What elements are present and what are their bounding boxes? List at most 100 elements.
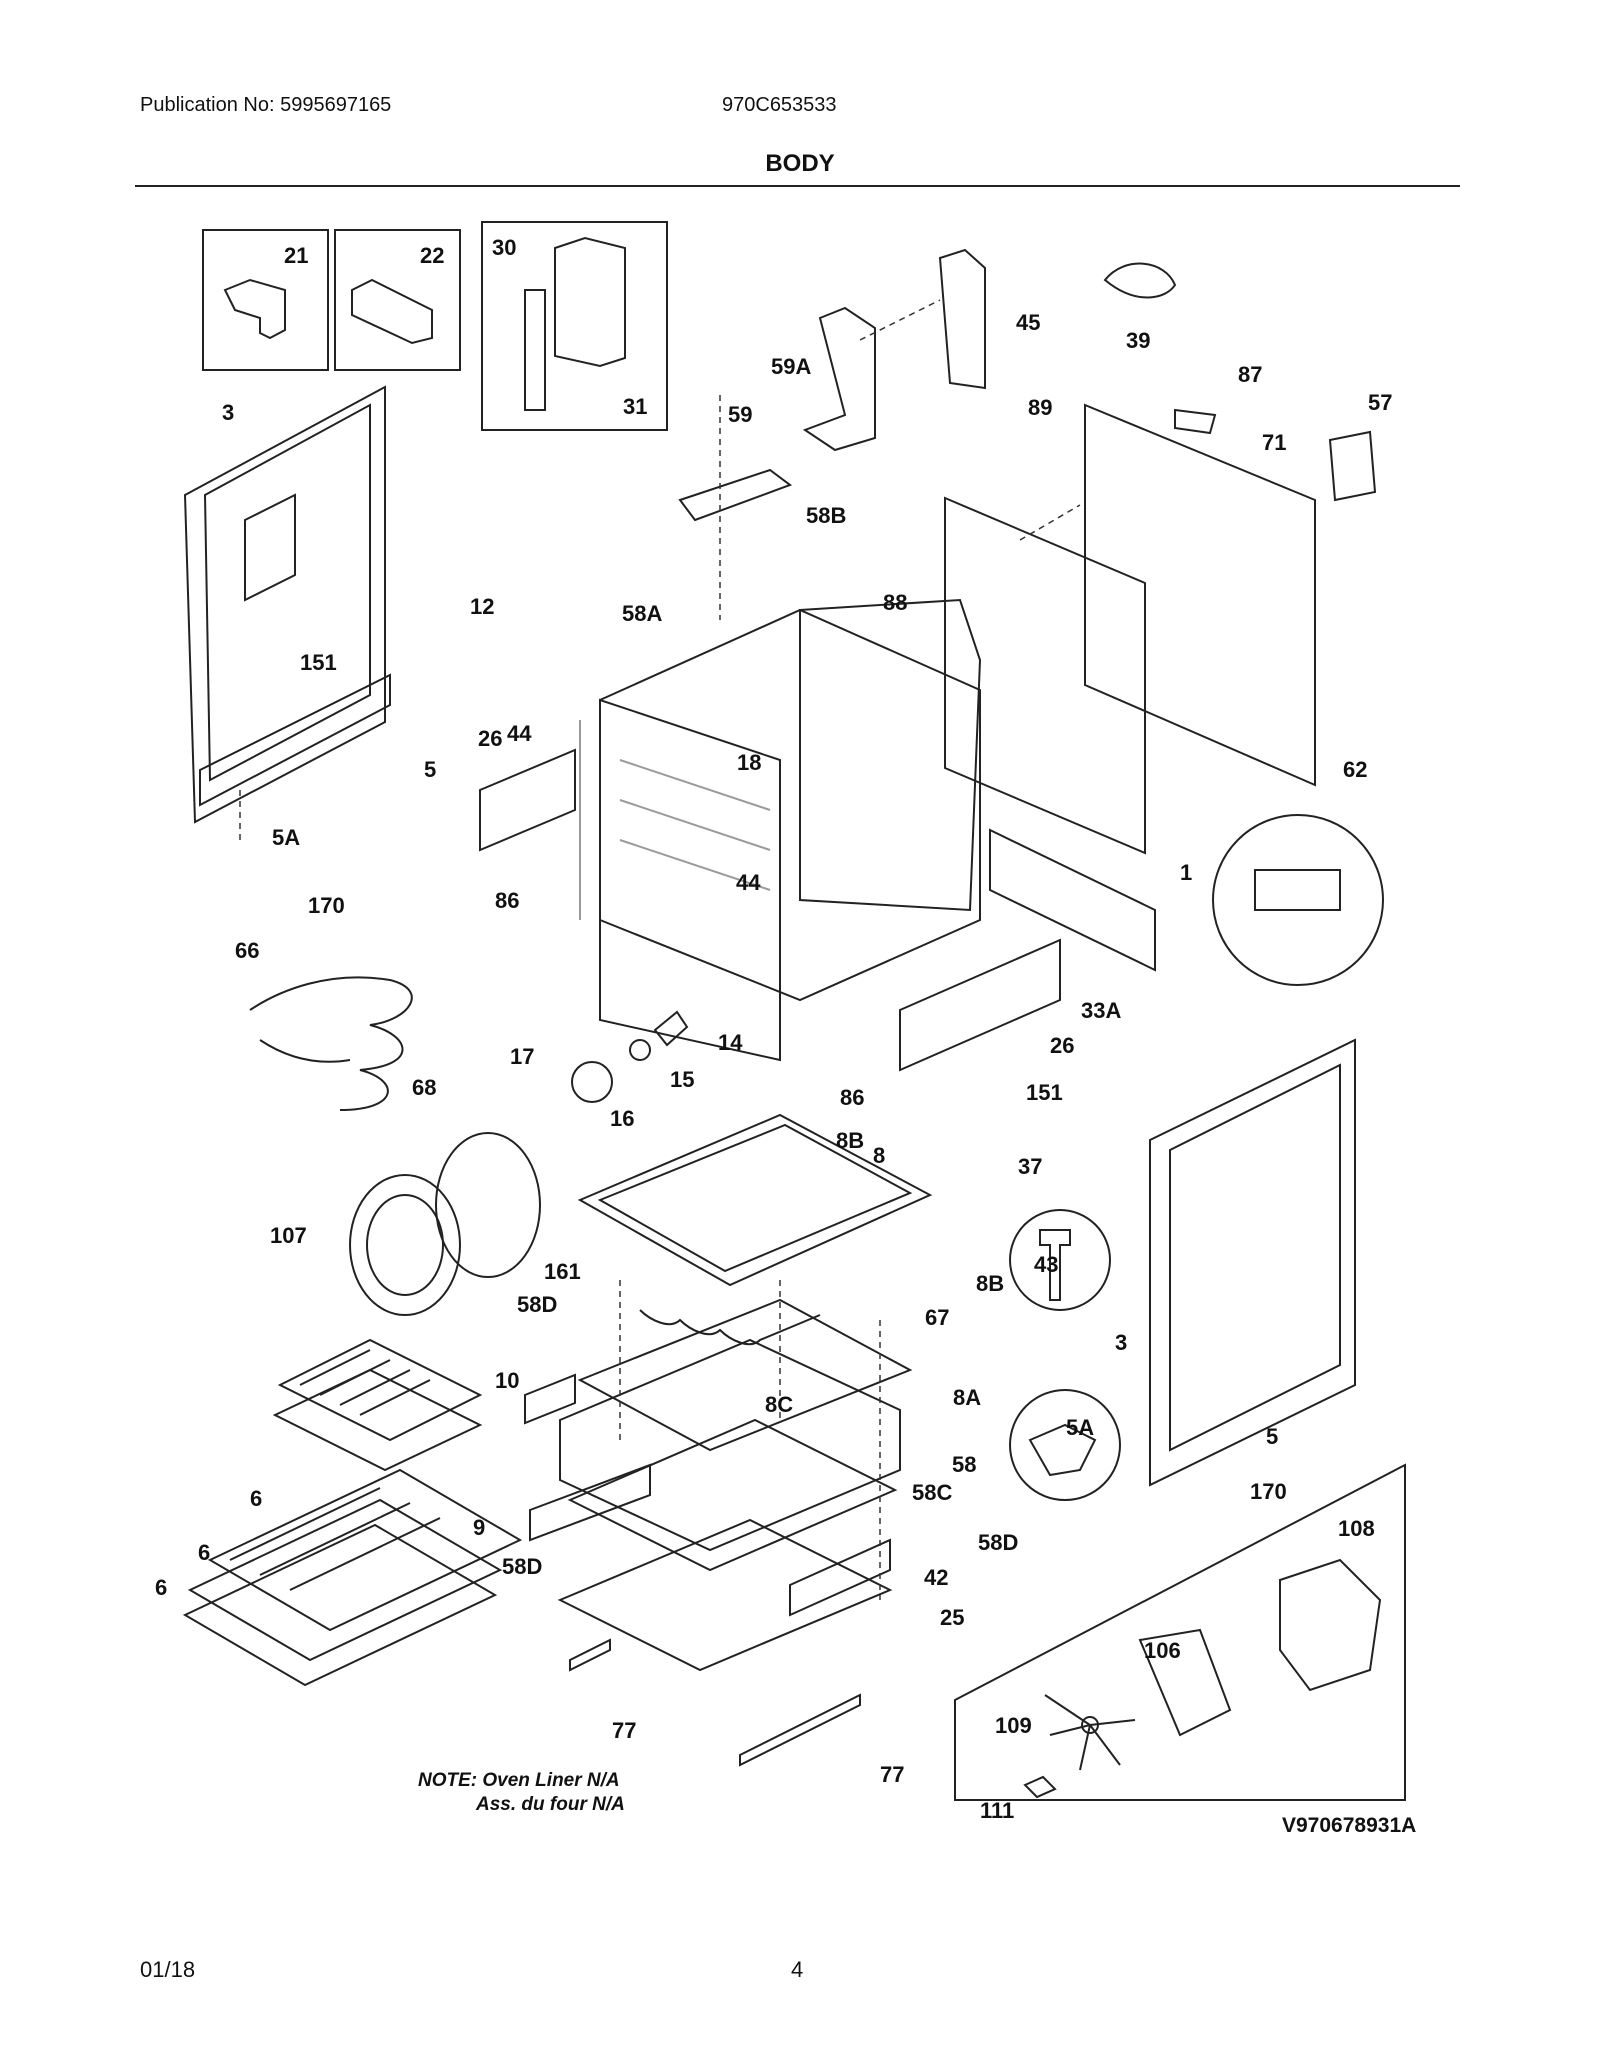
callout-30: 30 xyxy=(492,235,516,260)
callout-89: 89 xyxy=(1028,395,1052,420)
callout-1: 1 xyxy=(1180,860,1192,885)
callout-25: 25 xyxy=(940,1605,964,1630)
callout-31: 31 xyxy=(623,394,647,419)
footer-page-number: 4 xyxy=(791,1957,804,1982)
callout-15: 15 xyxy=(670,1067,694,1092)
callout-106: 106 xyxy=(1144,1638,1181,1663)
callout-170-right: 170 xyxy=(1250,1479,1287,1504)
callout-57: 57 xyxy=(1368,390,1392,415)
callout-58c: 58C xyxy=(912,1480,952,1505)
callout-58d-right: 58D xyxy=(978,1530,1018,1555)
callout-8a: 8A xyxy=(953,1385,981,1410)
callout-58d-center: 58D xyxy=(502,1554,542,1579)
publication-number: Publication No: 5995697165 xyxy=(140,94,392,116)
side-rails xyxy=(479,748,1156,1072)
callout-5-left: 5 xyxy=(424,757,436,782)
inset-parts-30-31 xyxy=(481,221,668,431)
callout-10: 10 xyxy=(495,1368,519,1393)
callout-87: 87 xyxy=(1238,362,1262,387)
door-panel-right xyxy=(1149,1038,1356,1487)
callout-3-right: 3 xyxy=(1115,1330,1127,1355)
callout-8b-lower: 8B xyxy=(976,1271,1004,1296)
callout-5a-left: 5A xyxy=(272,825,300,850)
title-rule xyxy=(135,185,1460,187)
callout-37: 37 xyxy=(1018,1154,1042,1179)
callout-151-left: 151 xyxy=(300,650,337,675)
callout-21: 21 xyxy=(284,243,308,268)
oven-racks xyxy=(182,1468,523,1687)
callout-44-lower: 44 xyxy=(736,870,761,895)
callout-labels: 21 22 30 31 45 39 59A 59 87 57 71 89 3 5… xyxy=(155,235,1416,1837)
callout-5a-right: 5A xyxy=(1066,1415,1094,1440)
callout-8: 8 xyxy=(873,1143,885,1168)
callout-58d-left: 58D xyxy=(517,1292,557,1317)
callout-18: 18 xyxy=(737,750,761,775)
callout-39: 39 xyxy=(1126,328,1150,353)
convection-cover xyxy=(349,1132,541,1316)
back-panel xyxy=(944,403,1316,855)
callout-16: 16 xyxy=(610,1106,634,1131)
callout-108: 108 xyxy=(1338,1516,1375,1541)
callout-88: 88 xyxy=(883,590,907,615)
callout-6-top: 6 xyxy=(250,1486,262,1511)
broil-pan xyxy=(272,1338,483,1472)
callout-77-right: 77 xyxy=(880,1762,904,1787)
callout-111: 111 xyxy=(980,1798,1014,1823)
lamp-parts xyxy=(571,1010,689,1103)
callout-14: 14 xyxy=(718,1030,743,1055)
inset-parts-21-22 xyxy=(202,229,461,371)
callout-44-upper: 44 xyxy=(507,721,532,746)
callout-71: 71 xyxy=(1262,430,1286,455)
callout-22: 22 xyxy=(420,243,444,268)
callout-58b: 58B xyxy=(806,503,846,528)
callout-33a: 33A xyxy=(1081,998,1121,1023)
inset-circle-43 xyxy=(1009,1209,1111,1311)
footer-date: 01/18 xyxy=(140,1957,196,1982)
fan-motor-inset xyxy=(954,1463,1406,1801)
callout-6-bottom: 6 xyxy=(155,1575,167,1600)
callout-6-mid: 6 xyxy=(198,1540,210,1565)
callout-77-left: 77 xyxy=(612,1718,636,1743)
model-number: 970C653533 xyxy=(722,94,837,116)
oven-cavity xyxy=(579,598,982,1062)
note-line-1: NOTE: Oven Liner N/A xyxy=(418,1770,620,1791)
callout-17: 17 xyxy=(510,1044,534,1069)
callout-58a: 58A xyxy=(622,601,662,626)
callout-8c: 8C xyxy=(765,1392,793,1417)
callout-43: 43 xyxy=(1034,1252,1058,1277)
callout-59: 59 xyxy=(728,402,752,427)
note-line-2: Ass. du four N/A xyxy=(475,1794,625,1815)
callout-26-lower: 26 xyxy=(1050,1033,1074,1058)
callout-58: 58 xyxy=(952,1452,976,1477)
inset-circle-62 xyxy=(1212,814,1384,986)
callout-151-right: 151 xyxy=(1026,1080,1063,1105)
callout-45: 45 xyxy=(1016,310,1040,335)
callout-59a: 59A xyxy=(771,354,811,379)
callout-107: 107 xyxy=(270,1223,307,1248)
callout-86-lower: 86 xyxy=(840,1085,864,1110)
leader-lines xyxy=(239,299,1081,1600)
callout-161: 161 xyxy=(544,1259,581,1284)
top-small-parts xyxy=(678,248,1377,522)
page-title: BODY xyxy=(765,150,835,177)
callout-26-upper: 26 xyxy=(478,726,502,751)
callout-42: 42 xyxy=(924,1565,948,1590)
callout-67: 67 xyxy=(925,1305,949,1330)
callout-9: 9 xyxy=(473,1515,485,1540)
callout-5-right: 5 xyxy=(1266,1424,1278,1449)
callout-62: 62 xyxy=(1343,757,1367,782)
door-panel-left xyxy=(183,385,391,824)
callout-109: 109 xyxy=(995,1713,1032,1738)
callout-3-top: 3 xyxy=(222,400,234,425)
center-stack xyxy=(524,1113,933,1767)
bake-element xyxy=(249,976,413,1111)
callout-66: 66 xyxy=(235,938,259,963)
callout-86-upper: 86 xyxy=(495,888,519,913)
callout-170-left: 170 xyxy=(308,893,345,918)
inset-circle-5a xyxy=(1009,1389,1121,1501)
callout-8b-upper: 8B xyxy=(836,1128,864,1153)
diagram-code: V970678931A xyxy=(1282,1814,1416,1837)
callout-68: 68 xyxy=(412,1075,436,1100)
callout-12: 12 xyxy=(470,594,494,619)
